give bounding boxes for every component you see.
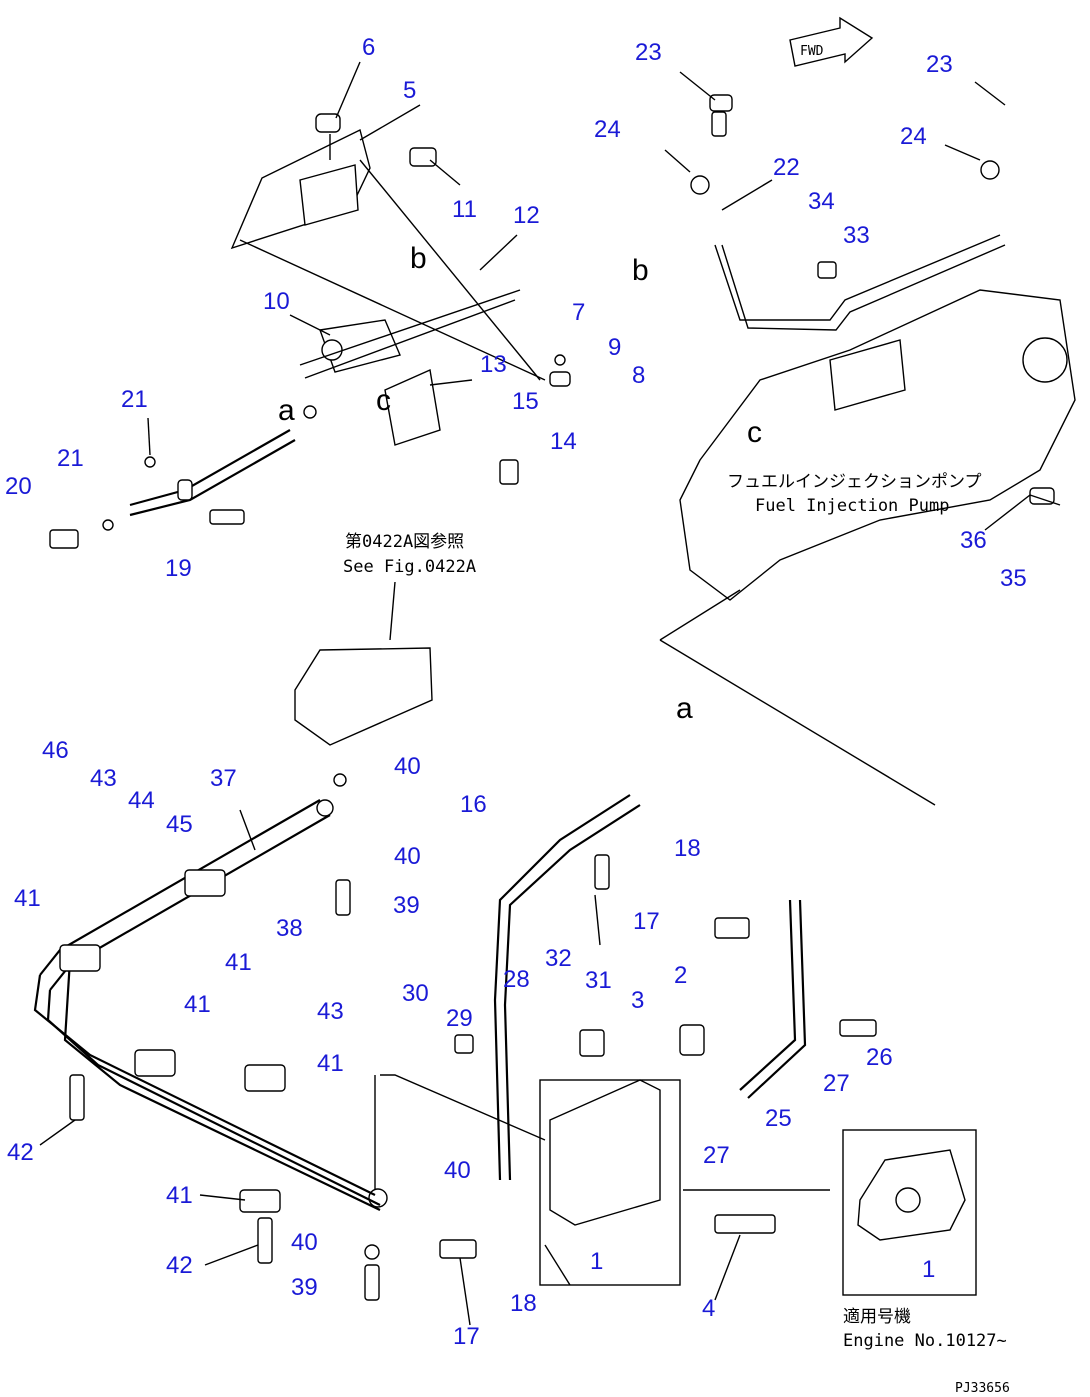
callout-7: 7 [572, 299, 585, 326]
callout-27-right: 27 [823, 1070, 850, 1097]
callout-5: 5 [403, 77, 416, 104]
callout-15: 15 [512, 388, 539, 415]
section-marker-b-top: b [410, 242, 427, 275]
fuel-injection-pump-note-en: Fuel Injection Pump [755, 496, 949, 516]
callout-27-left: 27 [703, 1142, 730, 1169]
callout-23-left: 23 [635, 39, 662, 66]
section-marker-b-pump: b [632, 254, 649, 287]
callout-28: 28 [503, 966, 530, 993]
inset-variant-box [842, 1129, 977, 1296]
pedal-bracket-assembly [49, 113, 571, 549]
callout-42-bottom: 42 [166, 1252, 193, 1279]
callout-43-upper: 43 [90, 765, 117, 792]
callout-34: 34 [808, 188, 835, 215]
callout-36: 36 [960, 527, 987, 554]
callout-43-lower: 43 [317, 998, 344, 1025]
callout-21-upper: 21 [121, 386, 148, 413]
callout-10: 10 [263, 288, 290, 315]
callout-45: 45 [166, 811, 193, 838]
callout-24-left: 24 [594, 116, 621, 143]
fuel-injection-pump [659, 94, 1076, 806]
callout-40-middle: 40 [394, 843, 421, 870]
callout-40-lower: 40 [444, 1157, 471, 1184]
section-marker-c-pump: c [747, 416, 762, 449]
fuel-injection-pump-note-jp: フュエルインジェクションポンプ [727, 472, 982, 492]
callout-1-main: 1 [590, 1248, 603, 1275]
see-reference-note-jp: 第0422A図参照 [345, 532, 464, 552]
callout-23-right: 23 [926, 51, 953, 78]
callout-13: 13 [480, 351, 507, 378]
callout-2: 2 [674, 962, 687, 989]
callout-40-bottom: 40 [291, 1229, 318, 1256]
callout-29: 29 [446, 1005, 473, 1032]
callout-41-upper-mid: 41 [225, 949, 252, 976]
callout-22: 22 [773, 154, 800, 181]
callout-9: 9 [608, 334, 621, 361]
fwd-arrow-icon: FWD [789, 16, 874, 67]
drawing-code: PJ33656 [955, 1381, 1010, 1396]
applicable-engine-note-jp: 適用号機 [843, 1307, 911, 1327]
callout-41-left: 41 [14, 885, 41, 912]
callout-46: 46 [42, 737, 69, 764]
callout-44: 44 [128, 787, 155, 814]
callout-1-inset: 1 [922, 1256, 935, 1283]
callout-37: 37 [210, 765, 237, 792]
callout-39-upper: 39 [393, 892, 420, 919]
callout-38: 38 [276, 915, 303, 942]
see-reference-note-en: See Fig.0422A [343, 557, 476, 577]
tube-assembly [33, 647, 546, 1301]
callout-41-bottom: 41 [166, 1182, 193, 1209]
callout-14: 14 [550, 428, 577, 455]
callout-4: 4 [702, 1295, 715, 1322]
callout-19: 19 [165, 555, 192, 582]
callout-26: 26 [866, 1044, 893, 1071]
callout-3: 3 [631, 987, 644, 1014]
applicable-engine-note-en: Engine No.10127~ [843, 1331, 1007, 1351]
center-hose-and-valve-block [439, 794, 877, 1286]
callout-33: 33 [843, 222, 870, 249]
callout-42-left: 42 [7, 1139, 34, 1166]
callout-30: 30 [402, 980, 429, 1007]
leader-lines [39, 61, 1061, 1326]
callout-8: 8 [632, 362, 645, 389]
callout-31: 31 [585, 967, 612, 994]
callout-41-lower-right: 41 [317, 1050, 344, 1077]
callout-11: 11 [452, 196, 477, 223]
callout-25: 25 [765, 1105, 792, 1132]
callout-20: 20 [5, 473, 32, 500]
callout-18-lower: 18 [510, 1290, 537, 1317]
part-callouts: 6 5 11 12 10 7 9 8 21 13 15 14 20 21 19 … [5, 34, 1027, 1350]
section-marker-c-top: c [376, 384, 391, 417]
callout-24-right: 24 [900, 123, 927, 150]
callout-6: 6 [362, 34, 375, 61]
section-marker-a-hose: a [676, 692, 693, 725]
callout-21-lower: 21 [57, 445, 84, 472]
section-marker-a-top: a [278, 394, 295, 427]
callout-18-upper: 18 [674, 835, 701, 862]
callout-41-center: 41 [184, 991, 211, 1018]
callout-35: 35 [1000, 565, 1027, 592]
callout-40-upper: 40 [394, 753, 421, 780]
callout-39-lower: 39 [291, 1274, 318, 1301]
callout-17-lower: 17 [453, 1323, 480, 1350]
callout-12: 12 [513, 202, 540, 229]
callout-17-upper: 17 [633, 908, 660, 935]
callout-32: 32 [545, 945, 572, 972]
callout-16: 16 [460, 791, 487, 818]
fwd-label: FWD [800, 44, 824, 59]
